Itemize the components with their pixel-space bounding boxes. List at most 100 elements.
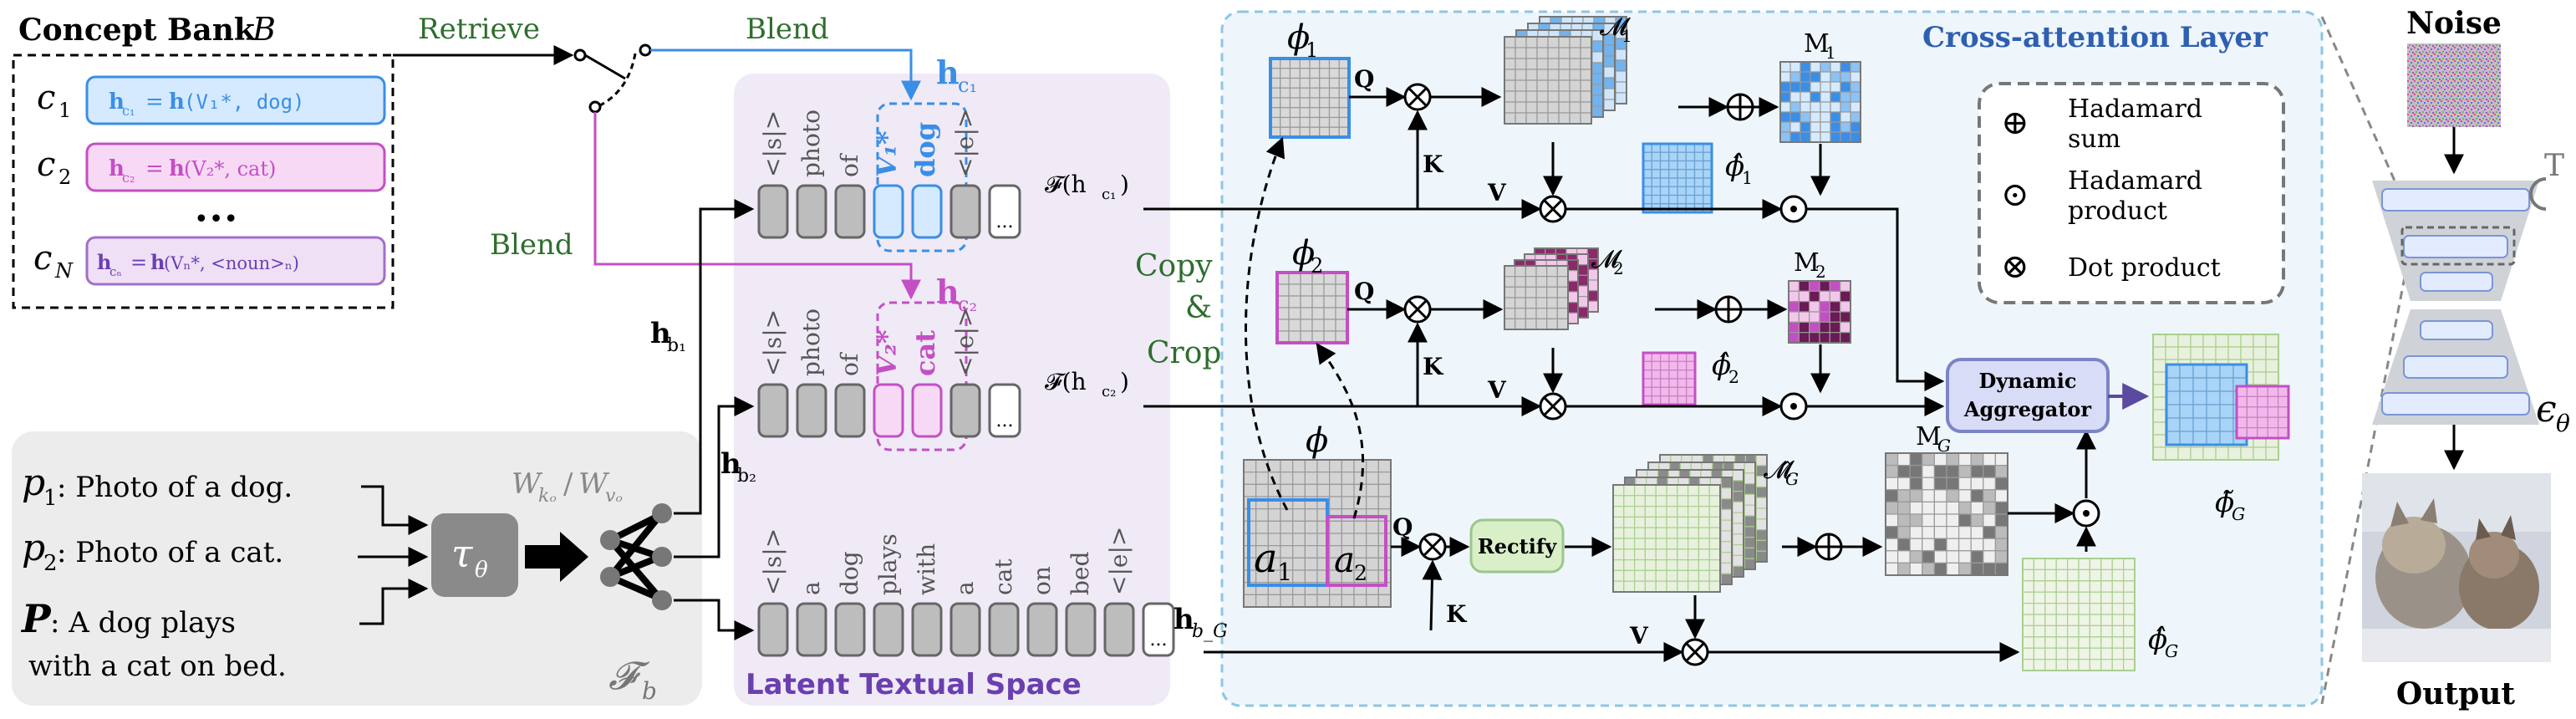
token-box xyxy=(911,383,943,438)
svg-text:h: h xyxy=(169,89,185,115)
kg-label: K xyxy=(1446,600,1468,628)
svg-text:(V₁*, dog): (V₁*, dog) xyxy=(184,90,305,114)
concept-cn-box[interactable] xyxy=(85,236,386,286)
svg-text:ϕ̂: ϕ̂ xyxy=(2148,623,2167,656)
concept-cn-sub: N xyxy=(54,259,74,283)
svg-text:Copy: Copy xyxy=(1135,249,1213,283)
concept-cn-formula: h cₙ = h (Vₙ*, <noun>ₙ) xyxy=(97,250,299,279)
hadamard-sum-g xyxy=(1815,533,1843,561)
noise-label: Noise xyxy=(2406,6,2502,41)
f-hc2-label: 𝓕(h c₂ ) xyxy=(1045,368,1129,400)
switch-pin-left xyxy=(573,48,587,62)
token-ellipsis: ... xyxy=(996,212,1014,232)
token-label: bed xyxy=(1067,552,1094,595)
phiG-tilde-label: ϕ̃G xyxy=(2215,486,2245,524)
svg-text:1: 1 xyxy=(1306,38,1318,62)
concept-c1-formula: h c₁ = h (V₁*, dog) xyxy=(109,89,305,119)
phi1-hat-label: ϕ̂1 xyxy=(1725,150,1753,188)
phiG-tilde-pink xyxy=(2235,385,2290,440)
token-label: <|s|> xyxy=(759,110,787,177)
hb2-label: h b₂ xyxy=(720,447,756,487)
hc2-label: h xyxy=(936,273,960,310)
svg-text:G: G xyxy=(1937,436,1951,456)
noise-image xyxy=(2407,43,2501,127)
svg-text:h: h xyxy=(169,156,185,181)
svg-text:P: P xyxy=(20,596,52,641)
m1-result-grid xyxy=(1779,61,1861,143)
svg-text:Hadamard: Hadamard xyxy=(2068,94,2202,124)
token-box xyxy=(1065,602,1097,657)
qg-label: Q xyxy=(1392,513,1413,541)
projection-weights-label: W kₒ / W vₒ xyxy=(512,467,623,507)
svg-text:h: h xyxy=(1173,603,1194,636)
token-label: photo xyxy=(797,110,825,177)
mg-label: MG xyxy=(1916,422,1951,456)
svg-text:2: 2 xyxy=(1311,254,1323,278)
concept-ellipsis: ••• xyxy=(194,205,238,234)
svg-text:⊕: ⊕ xyxy=(2001,104,2029,142)
phiG-hat-grid xyxy=(2022,558,2136,671)
svg-text:2: 2 xyxy=(1613,258,1624,278)
prompt-p1: p 1 : Photo of a dog. xyxy=(22,461,293,511)
svg-text:sum: sum xyxy=(2068,125,2120,154)
token-box xyxy=(1026,602,1058,657)
token-ellipsis-box xyxy=(1142,602,1175,657)
svg-text:ϕ: ϕ xyxy=(1306,421,1328,460)
svg-text:𝓕(h: 𝓕(h xyxy=(1045,171,1087,198)
svg-text:W: W xyxy=(512,467,543,501)
blend-top-label: Blend xyxy=(746,13,829,46)
hbG-label: h b_G xyxy=(1173,603,1228,642)
token-label: <|s|> xyxy=(759,309,787,376)
concept-cn-label: c xyxy=(33,239,52,278)
token-label: <|e|> xyxy=(951,308,979,376)
concept-c1-box[interactable] xyxy=(85,75,386,125)
phiG-hat-label: ϕ̂G xyxy=(2148,623,2178,661)
mg-result-grid xyxy=(1885,452,2008,576)
svg-text:c₁: c₁ xyxy=(958,74,977,97)
svg-text:: Photo of a dog.: : Photo of a dog. xyxy=(57,471,293,504)
concept-c2-formula: h c₂ = h (V₂*, cat) xyxy=(109,156,276,186)
q1-label: Q xyxy=(1354,65,1374,93)
hc1-label: h xyxy=(936,54,960,91)
output-label: Output xyxy=(2396,676,2516,711)
token-box xyxy=(911,184,943,239)
svg-text:𝓜̂: 𝓜̂ xyxy=(1764,456,1795,485)
svg-text:1: 1 xyxy=(43,486,58,511)
svg-text:1: 1 xyxy=(1825,43,1836,63)
svg-text:Dot product: Dot product xyxy=(2068,253,2221,283)
svg-text:/: / xyxy=(563,467,573,501)
dot-product-v2 xyxy=(1539,392,1567,421)
token-box xyxy=(911,602,943,657)
v1-label: V xyxy=(1487,179,1507,207)
token-box xyxy=(796,184,827,239)
a2-region xyxy=(1326,515,1387,587)
phi1-label: ϕ1 xyxy=(1287,18,1318,62)
rectify-box[interactable] xyxy=(1469,518,1565,574)
concept-bank: Concept Bank B c 1 h c₁ = h (V₁*, dog) c… xyxy=(12,11,395,309)
phi2-label: ϕ2 xyxy=(1292,234,1323,278)
token-label: <|e|> xyxy=(1105,527,1133,595)
svg-text:G: G xyxy=(2232,504,2245,524)
svg-text:1: 1 xyxy=(1277,558,1292,586)
svg-text:h: h xyxy=(720,447,741,481)
text-encoder-tau[interactable] xyxy=(431,513,518,597)
k1-label: K xyxy=(1423,150,1444,178)
dot-product-q1 xyxy=(1403,83,1432,111)
token-box xyxy=(757,602,789,657)
svg-text:product: product xyxy=(2068,196,2167,226)
cross-attention: Cross-attention Layer ⊕ Hadamard sum ⊙ H… xyxy=(1135,13,2290,671)
svg-text:h: h xyxy=(97,250,111,274)
m2-stack-layer xyxy=(1504,265,1569,330)
svg-text:M: M xyxy=(1794,248,1820,278)
concept-c2-box[interactable] xyxy=(85,142,386,192)
prompt-P: P : A dog plays with a cat on bed. xyxy=(20,596,287,683)
legend-box xyxy=(1978,82,2285,304)
svg-text:G: G xyxy=(2165,641,2178,661)
retrieve-switch: Retrieve Blend Blend xyxy=(393,13,921,300)
svg-text:𝓕(h: 𝓕(h xyxy=(1045,368,1087,395)
hc2-dashed-box xyxy=(876,301,968,451)
